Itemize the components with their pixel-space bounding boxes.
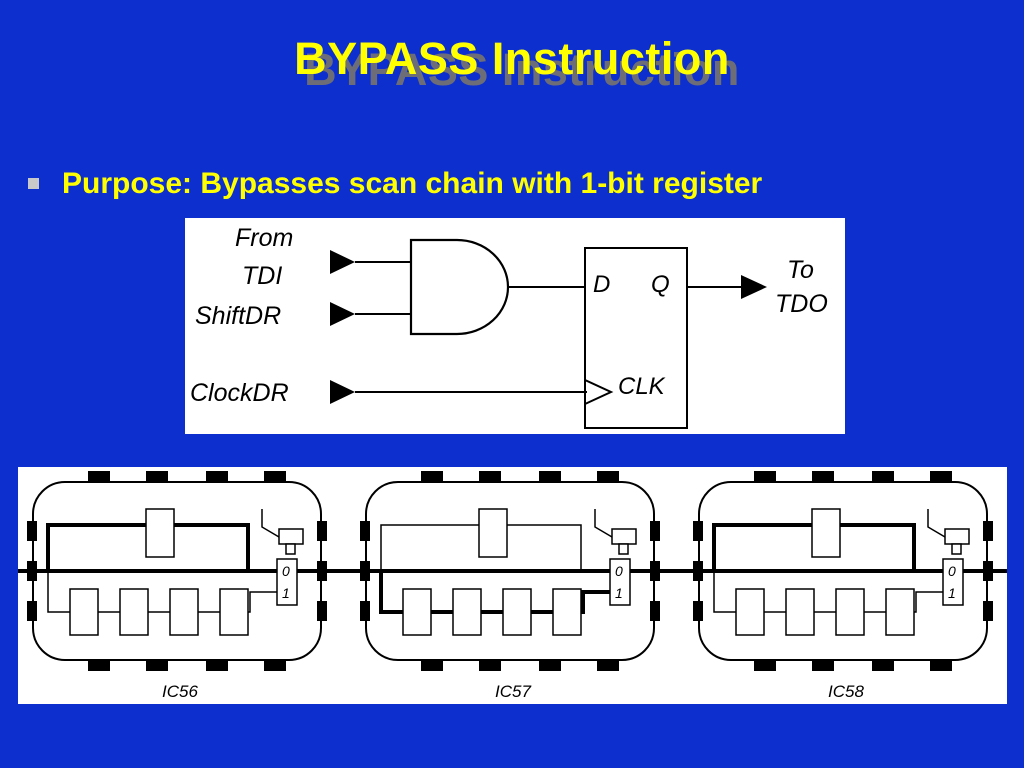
label-clockdr: ClockDR <box>190 379 289 407</box>
bypass-stem-box <box>951 543 962 555</box>
mux-input-1: 1 <box>615 585 623 601</box>
mux-input-0: 0 <box>615 563 623 579</box>
chip-ic57: 0 1 IC57 <box>360 471 660 701</box>
bypass-circuit-diagram: From TDI ShiftDR ClockDR D Q CLK To TDO <box>185 218 845 434</box>
label-ff-q: Q <box>651 271 670 298</box>
bypass-stem-box <box>285 543 296 555</box>
slide-title: BYPASS Instruction <box>294 33 730 84</box>
bypass-feed-line <box>594 509 613 538</box>
label-from: From <box>235 224 293 252</box>
instruction-register-box <box>145 508 175 558</box>
tdo-arrow-icon <box>741 275 767 299</box>
boundary-scan-path-line <box>713 571 943 613</box>
tdi-arrow-icon <box>330 250 355 274</box>
label-ff-d: D <box>593 271 610 298</box>
bypass-circuit-svg: From TDI ShiftDR ClockDR D Q CLK To TDO <box>190 224 828 429</box>
flip-flop-box <box>584 247 688 429</box>
chip-label: IC57 <box>495 682 531 701</box>
bypass-feed-line <box>261 509 280 538</box>
and-gate <box>409 238 510 336</box>
label-ff-clk: CLK <box>618 373 666 400</box>
boundary-cells <box>69 588 249 636</box>
slide-title-shadow: BYPASS Instruction <box>304 44 740 95</box>
pin-set <box>360 471 660 671</box>
pin-set <box>27 471 327 671</box>
clock-triangle-icon <box>584 379 614 405</box>
active-path-line <box>366 569 610 614</box>
mux-input-1: 1 <box>282 585 290 601</box>
chip-label: IC56 <box>162 682 198 701</box>
bypass-register-box <box>278 528 304 545</box>
label-shiftdr: ShiftDR <box>195 302 281 330</box>
bullet-text: Purpose: Bypasses scan chain with 1-bit … <box>62 167 763 200</box>
bullet-square-icon <box>28 178 39 189</box>
shiftdr-arrow-icon <box>330 302 355 326</box>
mux-input-0: 0 <box>948 563 956 579</box>
scan-chain-svg: 0 1 IC56 0 1 IC57 <box>18 471 1007 701</box>
instruction-register-box <box>811 508 841 558</box>
bypass-stem-box <box>618 543 629 555</box>
instruction-register-box <box>478 508 508 558</box>
scan-chain-diagram: 0 1 IC56 0 1 IC57 <box>18 467 1007 704</box>
bypass-feed-line <box>927 509 946 538</box>
boundary-cells <box>402 588 582 636</box>
mux-box <box>609 558 631 606</box>
title-area: BYPASS Instruction BYPASS Instruction <box>0 28 1024 98</box>
label-to: To <box>787 256 814 284</box>
chip-ic56: 0 1 IC56 <box>27 471 327 701</box>
label-tdi: TDI <box>242 262 282 290</box>
bypass-register-box <box>611 528 637 545</box>
bypass-register-box <box>944 528 970 545</box>
mux-input-0: 0 <box>282 563 290 579</box>
boundary-cells <box>735 588 915 636</box>
mux-input-1: 1 <box>948 585 956 601</box>
chip-ic58: 0 1 IC58 <box>693 471 993 701</box>
pin-set <box>693 471 993 671</box>
mux-box <box>276 558 298 606</box>
label-tdo: TDO <box>775 290 828 318</box>
clockdr-arrow-icon <box>330 380 355 404</box>
mux-box <box>942 558 964 606</box>
chip-label: IC58 <box>828 682 864 701</box>
boundary-scan-path-line <box>47 571 277 613</box>
